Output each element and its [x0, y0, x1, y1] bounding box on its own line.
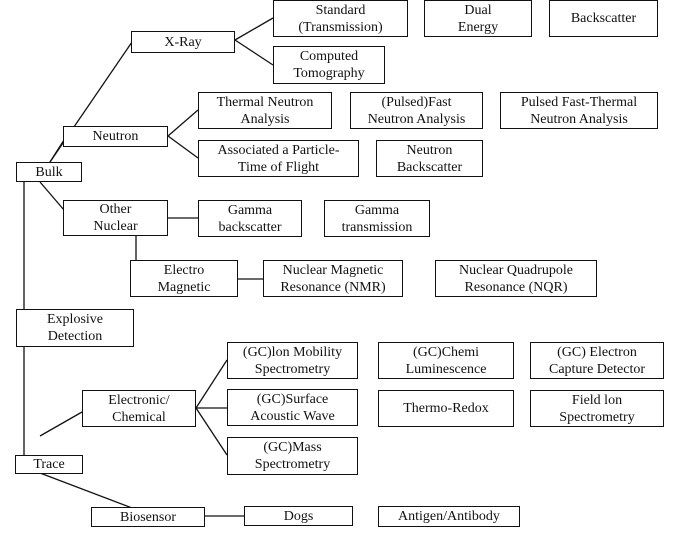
- node-label: (GC) Electron: [557, 344, 637, 360]
- node-label: Nuclear Magnetic: [282, 262, 384, 278]
- node-label: Tomography: [293, 66, 365, 81]
- node-label: Spectrometry: [559, 409, 635, 425]
- node-biosensor: Biosensor: [91, 507, 205, 527]
- node-gc-electron-capture: (GC) Electron Capture Detector: [530, 342, 664, 379]
- connector-line: [195, 359, 228, 409]
- node-label: Backscatter: [396, 159, 463, 175]
- node-label: Resonance (NMR): [280, 279, 386, 295]
- node-backscatter: Backscatter: [549, 0, 658, 37]
- node-label: Magnetic: [157, 279, 211, 295]
- node-label: X-Ray: [164, 34, 202, 50]
- node-label: Dogs: [283, 508, 314, 524]
- node-x-ray: X-Ray: [131, 31, 235, 53]
- node-antigen-antibody: Antigen/Antibody: [378, 506, 520, 527]
- node-label: Pulsed Fast-Thermal: [520, 94, 638, 110]
- node-thermo-redox: Thermo-Redox: [378, 390, 514, 427]
- node-label: Computed: [299, 49, 359, 64]
- node-field-ion-spectrometry: Field lon Spectrometry: [530, 390, 664, 427]
- node-label: Electronic/: [108, 392, 170, 408]
- node-pulsed-fast-neutron-analysis: (Pulsed)Fast Neutron Analysis: [350, 92, 483, 129]
- node-nmr: Nuclear Magnetic Resonance (NMR): [263, 260, 403, 297]
- node-dogs: Dogs: [244, 506, 353, 526]
- connector-line: [39, 472, 133, 509]
- node-trace: Trace: [15, 455, 83, 474]
- connector-line: [167, 135, 199, 159]
- node-other-nuclear: Other Nuclear: [63, 200, 168, 236]
- node-electro-magnetic: Electro Magnetic: [130, 260, 238, 297]
- node-label: Field lon: [571, 392, 623, 408]
- node-label: (GC)lon Mobility: [242, 344, 343, 360]
- node-label: Analysis: [240, 111, 290, 127]
- node-label: (Transmission): [298, 19, 383, 35]
- node-neutron-backscatter: Neutron Backscatter: [376, 140, 483, 177]
- connector-line: [195, 407, 228, 456]
- node-label: backscatter: [218, 219, 282, 235]
- node-label: Detection: [47, 329, 103, 344]
- node-gc-mass-spectrometry: (GC)Mass Spectrometry: [227, 437, 358, 475]
- node-label: Resonance (NQR): [464, 279, 568, 295]
- node-label: Gamma: [354, 202, 400, 218]
- node-label: Capture Detector: [548, 361, 645, 377]
- node-label: Chemical: [112, 409, 166, 425]
- node-label: Nuclear Quadrupole: [459, 262, 573, 278]
- node-label: Backscatter: [570, 11, 637, 26]
- node-label: Neutron Analysis: [367, 111, 466, 127]
- node-gamma-transmission: Gamma transmission: [324, 200, 430, 237]
- node-label: Nuclear: [93, 219, 138, 234]
- node-dual-energy: Dual Energy: [424, 0, 532, 37]
- node-label: Acoustic Wave: [250, 408, 335, 424]
- node-label: (Pulsed)Fast: [381, 94, 452, 110]
- node-pulsed-fast-thermal-neutron-analysis: Pulsed Fast-Thermal Neutron Analysis: [500, 92, 658, 129]
- node-label: Neutron: [406, 142, 453, 158]
- node-label: transmission: [341, 219, 413, 235]
- connector-line: [39, 181, 65, 211]
- node-label: (GC)Chemi: [412, 344, 480, 360]
- node-standard-transmission: Standard (Transmission): [273, 0, 408, 37]
- node-label: Associated a Particle-: [217, 142, 340, 158]
- node-label: Trace: [33, 457, 65, 472]
- node-neutron: Neutron: [63, 126, 168, 147]
- connector-line: [39, 411, 83, 437]
- node-gc-surface-acoustic-wave: (GC)Surface Acoustic Wave: [227, 389, 358, 426]
- node-electronic-chemical: Electronic/ Chemical: [82, 390, 196, 427]
- node-gc-chemi-luminescence: (GC)Chemi Luminescence: [378, 342, 514, 379]
- node-label: Time of Flight: [237, 159, 320, 175]
- node-label: Neutron Analysis: [530, 111, 628, 127]
- node-gc-ion-mobility: (GC)lon Mobility Spectrometry: [227, 342, 358, 379]
- node-bulk: Bulk: [16, 162, 82, 182]
- node-label: Spectrometry: [254, 457, 331, 472]
- node-label: Electro: [163, 262, 205, 278]
- node-label: Bulk: [35, 164, 63, 180]
- node-label: Neutron: [92, 129, 139, 144]
- node-label: Energy: [457, 19, 499, 35]
- node-label: Antigen/Antibody: [398, 509, 500, 524]
- node-label: Biosensor: [120, 509, 176, 525]
- connector-line: [49, 139, 65, 163]
- node-label: Spectrometry: [254, 361, 331, 377]
- node-label: (GC)Surface: [256, 391, 329, 407]
- node-label: Explosive: [47, 312, 103, 327]
- node-gamma-backscatter: Gamma backscatter: [198, 200, 302, 237]
- node-label: Gamma: [227, 202, 273, 218]
- node-associated-particle-tof: Associated a Particle- Time of Flight: [198, 140, 359, 177]
- connector-line: [234, 17, 274, 41]
- node-thermal-neutron-analysis: Thermal Neutron Analysis: [198, 92, 332, 129]
- connector-line: [234, 39, 274, 66]
- node-label: Thermal Neutron: [216, 94, 314, 110]
- node-explosive-detection: Explosive Detection: [16, 309, 134, 347]
- node-label: Dual: [464, 2, 492, 18]
- node-computed-tomography: Computed Tomography: [273, 46, 385, 84]
- node-nqr: Nuclear Quadrupole Resonance (NQR): [435, 260, 597, 297]
- node-label: Thermo-Redox: [403, 401, 489, 416]
- node-label: Standard: [315, 2, 366, 18]
- node-label: Luminescence: [405, 361, 487, 377]
- node-label: Other: [99, 202, 132, 217]
- connector-line: [167, 109, 199, 137]
- node-label: (GC)Mass: [263, 440, 322, 455]
